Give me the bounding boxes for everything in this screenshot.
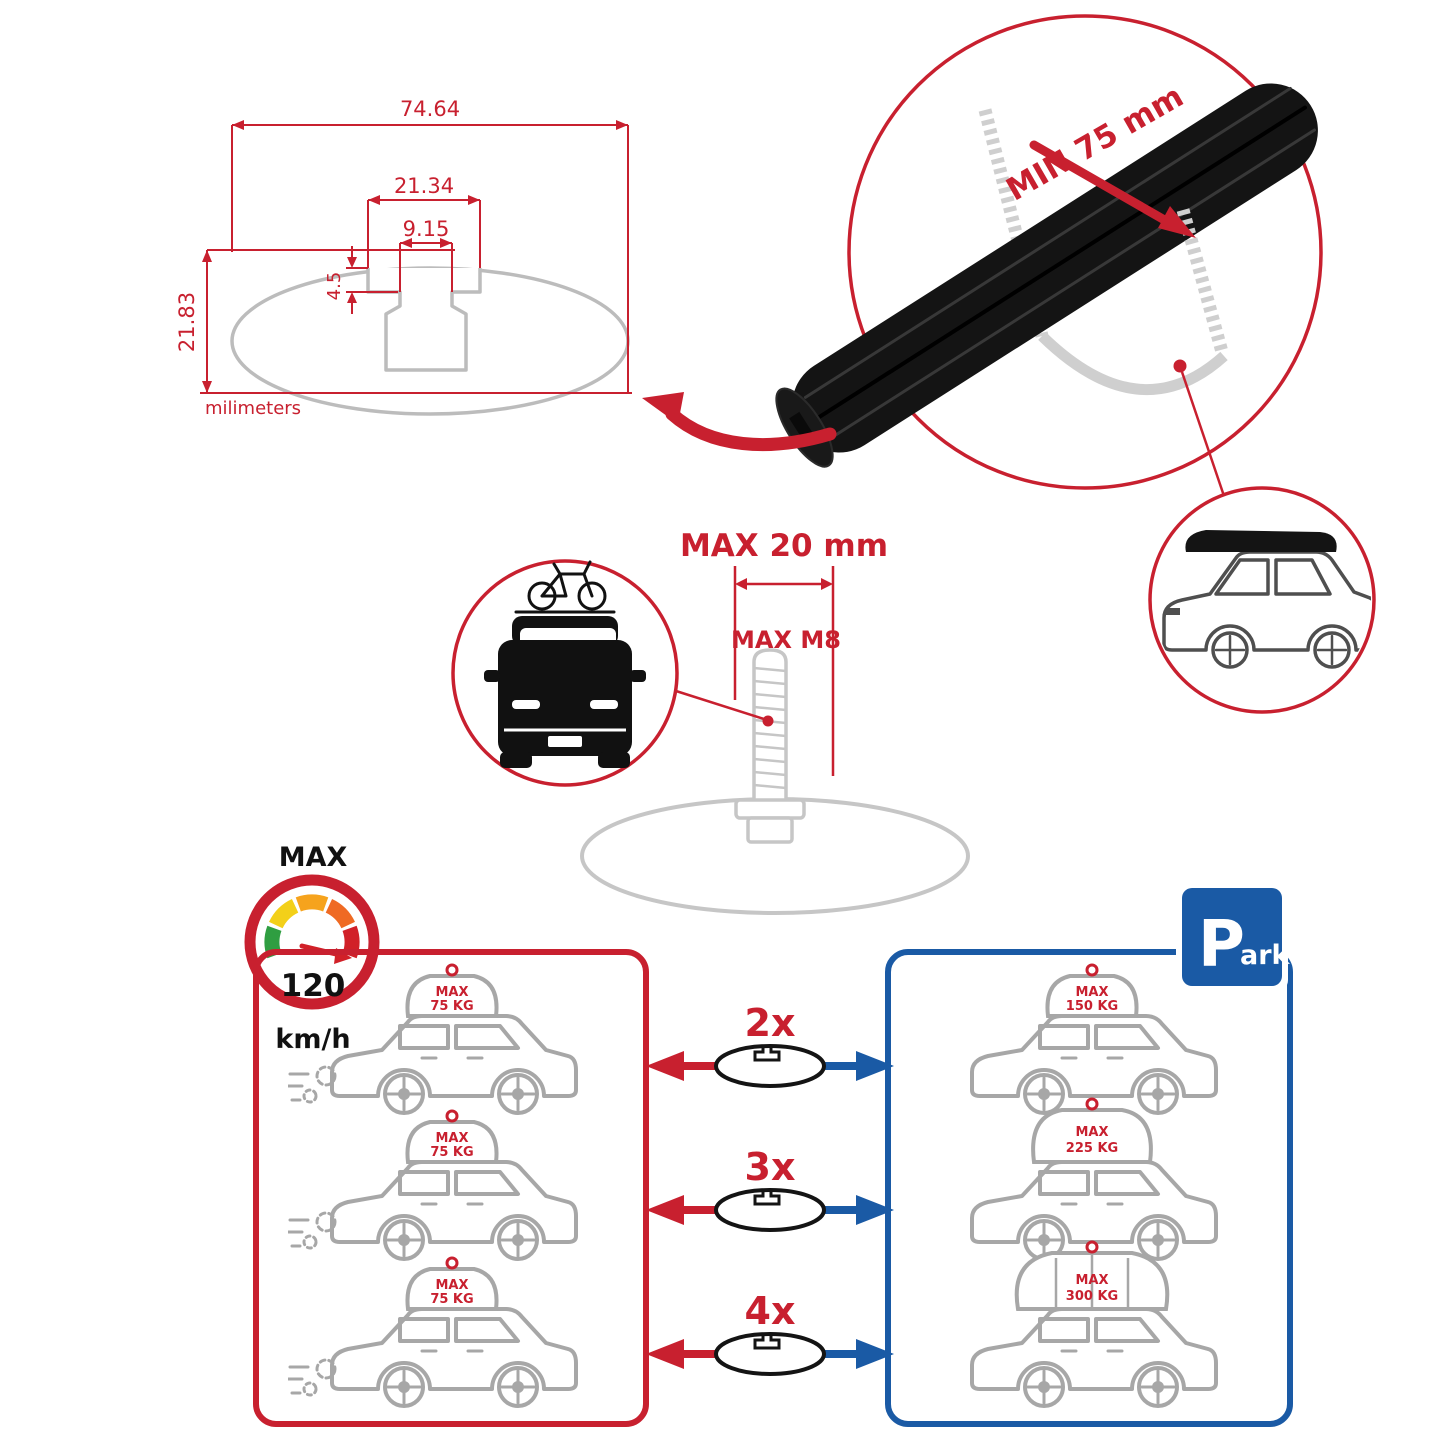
load-label-weight: 150 KG <box>1066 999 1118 1014</box>
roof-load-3 <box>405 1267 499 1311</box>
bolt-pointer-dot <box>762 715 774 727</box>
bike-inset-pointer-line <box>675 689 765 721</box>
load-label-max: MAX <box>1075 1125 1108 1140</box>
gauge-units: km/h <box>275 1024 350 1055</box>
load-hook-3 <box>445 1256 459 1270</box>
dim-slot-lip: 4.5 <box>324 272 345 301</box>
inset-pointer-line <box>1180 371 1226 497</box>
parking-sign-suffix: ark <box>1240 940 1291 971</box>
bolt-dimension-arrowheads <box>735 578 833 590</box>
profile-callout-arrow-shaft <box>665 407 837 452</box>
load-lashing-lines <box>1054 1254 1130 1309</box>
car-front-view <box>484 616 646 768</box>
suv-with-roofbox <box>1162 530 1371 669</box>
min-clearance-arrow-shaft <box>1029 140 1173 227</box>
exhaust-swirl-3 <box>288 1358 337 1397</box>
left-arrowhead <box>646 1339 684 1369</box>
bar-count-label: 4x <box>745 1289 796 1333</box>
left-arrowhead <box>646 1195 684 1225</box>
load-label-weight: 75 KG <box>430 1292 473 1307</box>
max-width-label: MAX 20 mm <box>680 528 888 564</box>
bar-count-row-2x: 2x <box>646 1001 894 1088</box>
crossbar-profile-slot <box>753 1046 781 1062</box>
load-hook <box>1085 963 1099 977</box>
driving-car-1 <box>330 1014 578 1115</box>
profile-callout-arrowhead <box>642 392 684 424</box>
gauge-max-label: MAX <box>279 842 348 873</box>
bolt-dimension-lines <box>733 566 835 776</box>
bolt-detail: MAX 20 mm MAX M8 <box>580 528 970 915</box>
dim-slot-outer: 21.34 <box>394 174 454 198</box>
dimension-arrowheads <box>202 120 628 393</box>
bar-count-row-4x: 4x <box>646 1289 894 1376</box>
profile-t-slot <box>366 268 482 372</box>
highlight-circle <box>847 14 1323 490</box>
crossbar-3d-render: MIN 75 mm <box>642 14 1323 497</box>
driving-panel-border <box>253 949 649 1427</box>
max-bolt-label: MAX M8 <box>731 626 841 654</box>
driving-panel: MAX 75 KG MAX 75 KG MAX 75 KG <box>253 949 649 1427</box>
load-label-max: MAX <box>435 1131 468 1146</box>
crossbar-profile-slot <box>753 1334 781 1350</box>
roof-box <box>1185 530 1337 552</box>
crossbar-dimension-drawing: 74.64 21.34 9.15 4.5 21.83 milimeters <box>175 97 632 419</box>
roof-load-1 <box>405 974 499 1018</box>
bike-car-inset <box>451 559 679 787</box>
parking-sign: P ark <box>1176 882 1291 992</box>
dim-slot-inner: 9.15 <box>403 217 450 241</box>
min-clearance-arrowhead <box>1158 206 1196 238</box>
load-label-weight: 300 KG <box>1066 1289 1118 1304</box>
load-hook <box>1085 1097 1099 1111</box>
speed-limit-gauge: MAX 120 km/h <box>244 842 380 1055</box>
load-label-weight: 75 KG <box>430 1145 473 1160</box>
load-hook <box>1085 1240 1099 1254</box>
exhaust-swirl-1 <box>288 1065 337 1104</box>
roof-load-150 <box>1045 974 1139 1018</box>
right-arrowhead <box>856 1051 894 1081</box>
load-label-max: MAX <box>435 1278 468 1293</box>
exhaust-swirl-2 <box>288 1211 337 1250</box>
parking-sign-board <box>1182 888 1282 986</box>
dimension-lines <box>200 124 632 394</box>
driving-car-2 <box>330 1160 578 1261</box>
right-arrowhead <box>856 1339 894 1369</box>
parking-sign-letter: P <box>1198 908 1245 982</box>
load-hook-2 <box>445 1109 459 1123</box>
gauge-value: 120 <box>281 968 346 1004</box>
dim-total-height: 21.83 <box>175 292 199 352</box>
parked-panel-border <box>885 949 1293 1427</box>
crossbar-body <box>775 83 1318 468</box>
u-bolt-pointer-dot <box>1173 359 1187 373</box>
load-label-weight: 75 KG <box>430 999 473 1014</box>
t-bolt <box>734 648 806 844</box>
roof-load-225 <box>1031 1108 1153 1164</box>
roofbox-car-inset <box>1148 486 1376 714</box>
bicycle-icon <box>514 560 616 614</box>
bar-count-label: 3x <box>745 1145 796 1189</box>
bar-count-rows: 2x 3x 4x <box>646 1001 894 1376</box>
load-label-max: MAX <box>435 985 468 1000</box>
load-label-weight: 225 KG <box>1066 1141 1118 1156</box>
right-arrowhead <box>856 1195 894 1225</box>
parked-panel: MAX 150 KG MAX 225 KG MAX 300 KG <box>885 949 1293 1427</box>
driving-car-3 <box>330 1307 578 1408</box>
load-label-max: MAX <box>1075 985 1108 1000</box>
bar-detail-lines <box>803 86 1316 440</box>
parked-car-3 <box>970 1307 1218 1408</box>
load-label-max: MAX <box>1075 1273 1108 1288</box>
bar-count-label: 2x <box>745 1001 796 1045</box>
crossbar-profile-slot <box>753 1190 781 1206</box>
left-arrowhead <box>646 1051 684 1081</box>
bar-count-row-3x: 3x <box>646 1145 894 1232</box>
roof-load-2 <box>405 1120 499 1164</box>
dim-total-width: 74.64 <box>400 97 460 121</box>
units-label: milimeters <box>205 398 301 419</box>
load-hook-1 <box>445 963 459 977</box>
